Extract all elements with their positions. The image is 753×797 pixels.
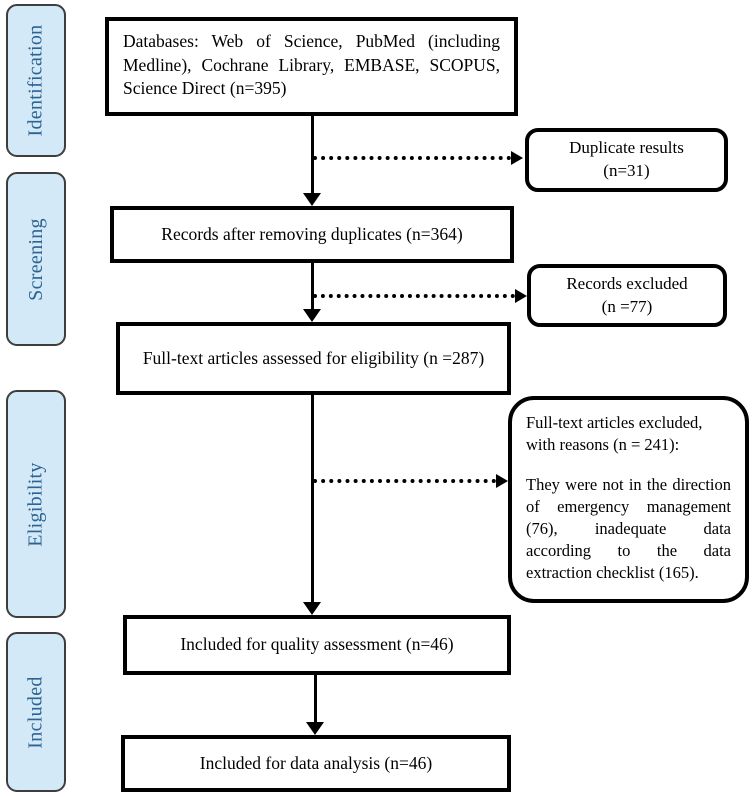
box-records-excluded-text: Records excluded (n =77) xyxy=(566,273,688,316)
box-databases: Databases: Web of Science, PubMed (inclu… xyxy=(105,17,518,116)
arrow-quality-to-analysis-line xyxy=(314,675,317,722)
dotted-arrow-records-excluded-head xyxy=(515,289,527,303)
arrow-identification-to-screening-head xyxy=(303,193,321,206)
box-quality-assessment-text: Included for quality assessment (n=46) xyxy=(180,634,454,655)
stage-included: Included xyxy=(6,632,66,792)
arrow-screening-to-eligibility-line xyxy=(311,263,314,309)
dotted-arrow-duplicates-line xyxy=(313,156,511,160)
dotted-arrow-records-excluded-line xyxy=(313,294,515,298)
dotted-arrow-fulltext-excluded-head xyxy=(496,474,508,488)
box-duplicate-results-text: Duplicate results (n=31) xyxy=(569,138,684,180)
dotted-arrow-duplicates-head xyxy=(511,151,523,165)
stage-identification-label: Identification xyxy=(24,24,47,137)
arrow-quality-to-analysis-head xyxy=(306,722,324,735)
box-records-after-duplicates-text: Records after removing duplicates (n=364… xyxy=(161,223,463,244)
box-databases-text: Databases: Web of Science, PubMed (inclu… xyxy=(123,31,500,99)
box-fulltext-assessed: Full-text articles assessed for eligibil… xyxy=(116,322,511,395)
box-duplicate-results: Duplicate results (n=31) xyxy=(525,128,728,192)
stage-screening-label: Screening xyxy=(24,217,47,301)
arrow-eligibility-to-quality-line xyxy=(311,395,314,602)
box-data-analysis: Included for data analysis (n=46) xyxy=(121,735,511,792)
arrow-eligibility-to-quality-head xyxy=(303,602,321,615)
arrow-screening-to-eligibility-head xyxy=(303,309,321,322)
box-fulltext-excluded-heading: Full-text articles excluded, with reason… xyxy=(526,413,703,454)
stage-identification: Identification xyxy=(6,4,66,157)
stage-eligibility-label: Eligibility xyxy=(24,461,47,547)
dotted-arrow-fulltext-excluded-line xyxy=(313,479,496,483)
box-records-after-duplicates: Records after removing duplicates (n=364… xyxy=(110,206,514,263)
arrow-identification-to-screening-line xyxy=(311,116,314,196)
box-fulltext-excluded: Full-text articles excluded, with reason… xyxy=(508,396,749,603)
box-quality-assessment: Included for quality assessment (n=46) xyxy=(123,615,511,675)
stage-included-label: Included xyxy=(24,675,47,749)
box-data-analysis-text: Included for data analysis (n=46) xyxy=(199,752,433,773)
box-fulltext-excluded-body: They were not in the direction of emerge… xyxy=(526,474,731,582)
stage-screening: Screening xyxy=(6,172,66,346)
stage-eligibility: Eligibility xyxy=(6,390,66,618)
box-records-excluded: Records excluded (n =77) xyxy=(527,264,727,327)
box-fulltext-assessed-text: Full-text articles assessed for eligibil… xyxy=(142,347,485,368)
